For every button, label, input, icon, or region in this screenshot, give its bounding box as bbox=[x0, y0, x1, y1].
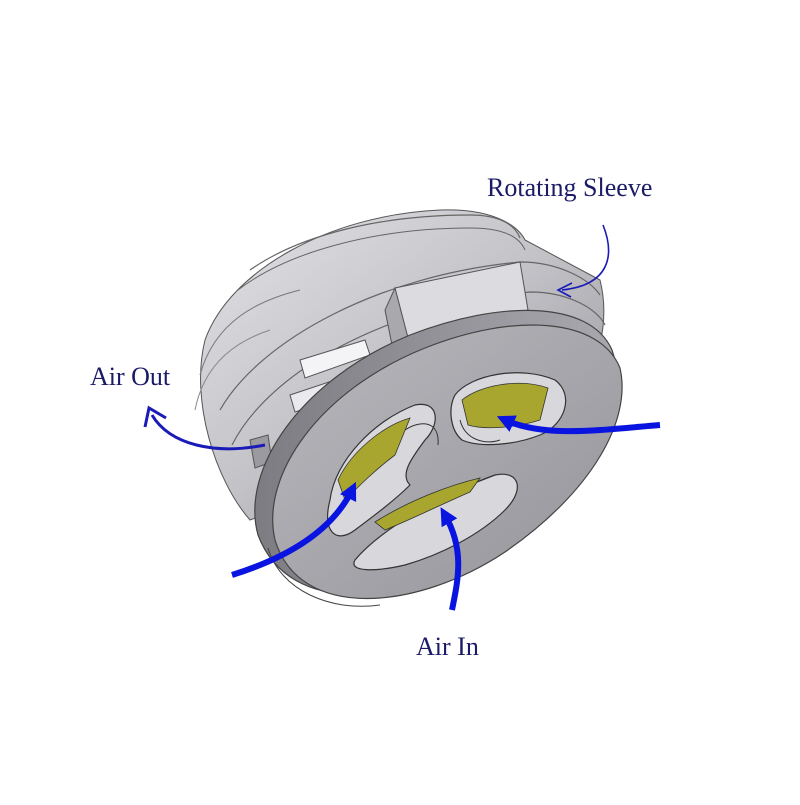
air-out-arrow bbox=[150, 414, 266, 451]
label-rotating-sleeve: Rotating Sleeve bbox=[487, 173, 653, 202]
port-left bbox=[327, 403, 439, 537]
air-in-arrow-right bbox=[496, 415, 661, 435]
rotating-sleeve-pointer-head bbox=[556, 282, 573, 298]
air-out-arrow-head bbox=[143, 405, 167, 428]
air-in-arrow-left bbox=[231, 481, 357, 578]
label-air-in: Air In bbox=[416, 632, 479, 661]
label-air-out: Air Out bbox=[90, 362, 171, 391]
rotating-sleeve-pointer bbox=[561, 224, 610, 291]
air-in-arrow-bottom bbox=[440, 507, 462, 611]
port-bottom bbox=[353, 473, 518, 571]
